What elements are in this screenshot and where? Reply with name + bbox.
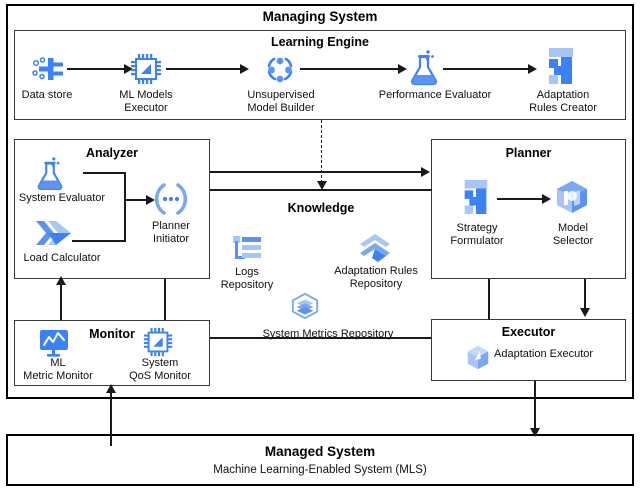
connector-load-calculator-right (72, 240, 126, 242)
executor-title: Executor (501, 325, 556, 339)
brackets-dots-icon (152, 182, 190, 221)
arrow-line-perfeval-to-arc (443, 68, 530, 70)
node-label-load-calculator: Load Calculator (23, 252, 101, 264)
arrow-line-to-planner-initiator (124, 199, 148, 201)
planner-frame (431, 139, 626, 279)
arrow-head-analyzer-to-planner (421, 167, 430, 177)
arrow-head-perfeval-to-arc (528, 64, 537, 74)
analyzer-title: Analyzer (85, 146, 139, 160)
arrow-line-monitor-to-analyzer (60, 284, 62, 320)
node-label-adaptation-rules-repository: Adaptation Rules Repository (334, 265, 418, 290)
arrow-line-datastore-to-mlexec (67, 68, 126, 70)
layers-hex-icon (290, 291, 320, 326)
strategy-blocks-icon (459, 178, 493, 221)
dashed-link-learning-engine-knowledge (321, 120, 322, 183)
chip-icon (129, 52, 163, 91)
planner-title: Planner (505, 146, 552, 160)
node-label-strategy-formulator: Strategy Formulator (450, 222, 504, 247)
node-label-data-store: Data store (21, 89, 73, 101)
arrow-line-strategy-to-model (497, 198, 544, 200)
arrow-head-learning-engine-knowledge (317, 181, 327, 190)
connector-system-evaluator-right (83, 172, 126, 174)
executor-frame (431, 319, 626, 381)
node-label-model-selector: Model Selector (552, 222, 594, 247)
monitor-title: Monitor (89, 327, 135, 341)
managed-system-subtitle: Machine Learning-Enabled System (MLS) (213, 464, 427, 476)
node-label-ml-models-executor: ML Models Executor (119, 89, 173, 114)
node-label-ml-metric-monitor: ML Metric Monitor (23, 357, 93, 382)
connector-analyzer-to-knowledge-bus (164, 279, 166, 320)
arrow-head-planner-to-executor (580, 308, 590, 317)
managing-system-frame (6, 4, 634, 399)
node-label-system-metrics-repository: System Metrics Repository (262, 328, 394, 340)
managed-system-title: Managed System (264, 444, 376, 459)
node-label-logs-repository: Logs Repository (220, 266, 274, 291)
arrow-line-managed-to-monitor (110, 392, 112, 446)
managed-system-frame (6, 434, 634, 486)
chevrons-icon (34, 218, 74, 253)
learning-engine-title: Learning Engine (271, 35, 369, 49)
flask-icon (407, 48, 441, 91)
node-label-unsupervised-model-builder: Unsupervised Model Builder (247, 89, 315, 114)
cluster-nodes-icon (263, 52, 297, 91)
node-label-system-evaluator: System Evaluator (18, 192, 106, 204)
arrow-line-planner-to-executor (584, 279, 586, 310)
node-label-adaptation-rules-creator: Adaptation Rules Creator (529, 89, 597, 114)
monitor-chart-icon (38, 328, 70, 363)
arrow-line-analyzer-to-planner (210, 171, 423, 173)
cube-model-icon (553, 178, 591, 221)
arrow-head-executor-to-managed (530, 428, 540, 437)
arrow-head-umb-to-perfeval (398, 64, 407, 74)
arrow-head-monitor-to-analyzer (56, 276, 66, 285)
arrow-head-strategy-to-model (542, 194, 551, 204)
logs-list-icon (231, 233, 263, 270)
arrow-line-mlexec-to-umb (166, 68, 242, 70)
arrow-head-managed-to-monitor (106, 384, 116, 393)
knowledge-title: Knowledge (287, 201, 355, 215)
arrow-head-mlexec-to-umb (240, 64, 249, 74)
connector-planner-to-knowledge-bus (488, 279, 490, 320)
node-label-system-qos-monitor: System QoS Monitor (129, 357, 191, 382)
chevrons-stack-icon (358, 231, 392, 270)
managing-system-title: Managing System (262, 9, 378, 24)
strategy-blocks-icon (543, 46, 579, 91)
cube-check-icon (465, 344, 491, 377)
data-store-icon (28, 52, 66, 91)
knowledge-bus-bottom-line (210, 337, 432, 339)
chip-icon (142, 326, 174, 363)
connector-system-evaluator-down (124, 172, 126, 242)
node-label-adaptation-executor: Adaptation Executor (494, 348, 594, 360)
learning-engine-frame (14, 30, 626, 120)
flask-icon (34, 155, 66, 196)
arrow-line-executor-to-managed (534, 381, 536, 432)
arrow-head-to-planner-initiator (146, 195, 155, 205)
node-label-performance-evaluator: Performance Evaluator (378, 89, 492, 101)
arrow-head-datastore-to-mlexec (124, 64, 133, 74)
node-label-planner-initiator: Planner Initiator (152, 220, 190, 245)
arrow-line-umb-to-perfeval (300, 68, 400, 70)
knowledge-bus-top-line (210, 189, 432, 191)
